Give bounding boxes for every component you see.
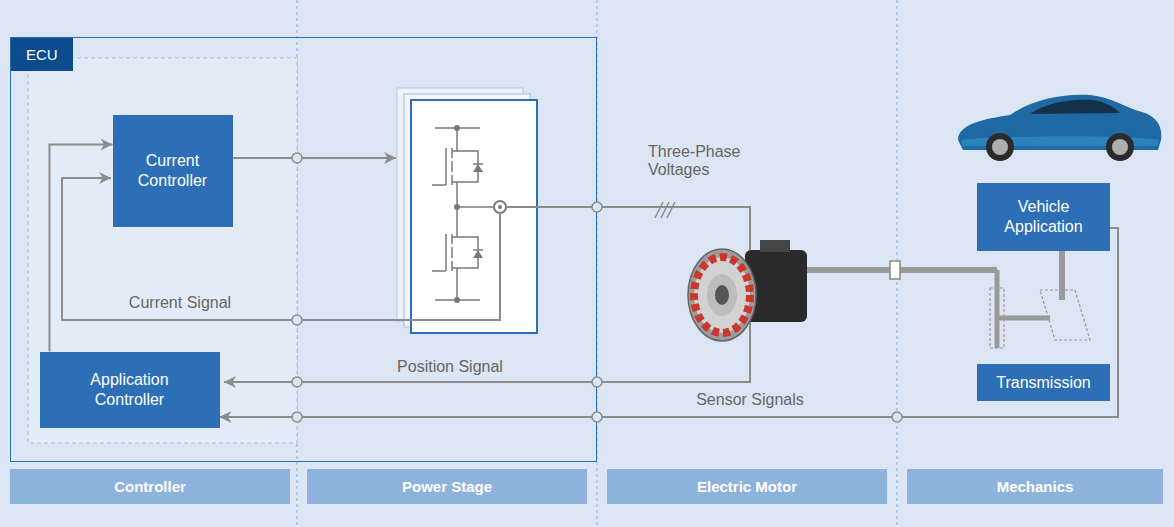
power-stage-symbol (411, 100, 537, 333)
node-text: Application Controller (65, 370, 195, 410)
application-box: Vehicle Application (977, 183, 1110, 251)
power-stage-symbol (454, 125, 460, 131)
electric-motor (688, 249, 756, 341)
power-stage-symbol (432, 148, 457, 185)
power-stage-symbol (457, 151, 478, 182)
power-stage-symbol (457, 206, 494, 208)
signal-wire (655, 202, 675, 218)
power-stage-symbol (432, 128, 494, 300)
signal-label: Three-Phase Voltages (648, 143, 760, 179)
power-stage-symbol (454, 297, 460, 303)
node-text: ECU (11, 38, 73, 71)
section-band: Electric Motor (607, 469, 887, 504)
electric-motor (707, 274, 737, 316)
junction-circle (592, 202, 602, 212)
power-stage-symbol (494, 201, 506, 213)
signal-connector (220, 228, 1119, 417)
drive-shaft (997, 316, 1050, 321)
power-stage-symbol (451, 234, 453, 271)
node-text: Mechanics (997, 478, 1074, 495)
junction-circle (292, 153, 302, 163)
node-text: Current Controller (125, 151, 221, 191)
power-stage-symbol (397, 88, 537, 333)
drive-shaft (890, 261, 900, 279)
node-text: Electric Motor (697, 478, 797, 495)
power-stage-symbol (435, 128, 480, 300)
junction-circle (292, 153, 902, 422)
transmission-box: Transmission (977, 364, 1110, 401)
section-band: Controller (10, 469, 290, 504)
controller-box: Current Controller (113, 115, 233, 227)
junction-circle (292, 315, 302, 325)
power-stage-symbol (498, 205, 502, 209)
signal-wire (224, 322, 750, 382)
drive-shaft (807, 267, 997, 273)
electric-motor (760, 240, 790, 252)
signal-connector (50, 145, 113, 352)
signal-label: Position Signal (380, 358, 520, 376)
node-text: Transmission (996, 373, 1091, 393)
electric-motor (688, 240, 807, 341)
drive-shaft (1059, 251, 1065, 300)
power-stage-symbol (456, 128, 458, 300)
signal-wire (506, 207, 750, 250)
ecu-housing: ECU Current ControllerApplication Control… (10, 37, 597, 462)
drive-shaft (995, 270, 1000, 348)
junction-circle (292, 377, 302, 387)
power-stage-symbol (473, 164, 483, 258)
car-illustration (1030, 100, 1120, 114)
drive-shaft (807, 251, 1090, 348)
node-text: Controller (114, 478, 186, 495)
electric-motor (694, 257, 750, 333)
power-stage-symbol (432, 234, 457, 271)
power-stage-symbol (454, 204, 460, 210)
electric-motor (715, 285, 729, 305)
junction-circle (292, 412, 302, 422)
node-text: Power Stage (402, 478, 492, 495)
car-illustration (986, 133, 1014, 161)
junction-circle (892, 412, 902, 422)
signal-wire (233, 157, 396, 159)
controller-box: Application Controller (40, 352, 220, 428)
column-divider (297, 0, 897, 527)
junction-circle (592, 377, 602, 387)
controller-region (28, 58, 297, 443)
section-band: Mechanics (907, 469, 1163, 504)
power-stage-symbol (457, 237, 478, 268)
car-illustration (958, 95, 1161, 161)
section-band: Power Stage (307, 469, 587, 504)
signal-label: Current Signal (110, 294, 250, 312)
power-stage-symbol (451, 148, 453, 185)
signal-label: Sensor Signals (680, 391, 820, 409)
node-text: Vehicle Application (989, 197, 1098, 237)
car-illustration (1106, 133, 1134, 161)
car-illustration (992, 139, 1008, 155)
junction-circle (592, 412, 602, 422)
car-illustration (1112, 139, 1128, 155)
